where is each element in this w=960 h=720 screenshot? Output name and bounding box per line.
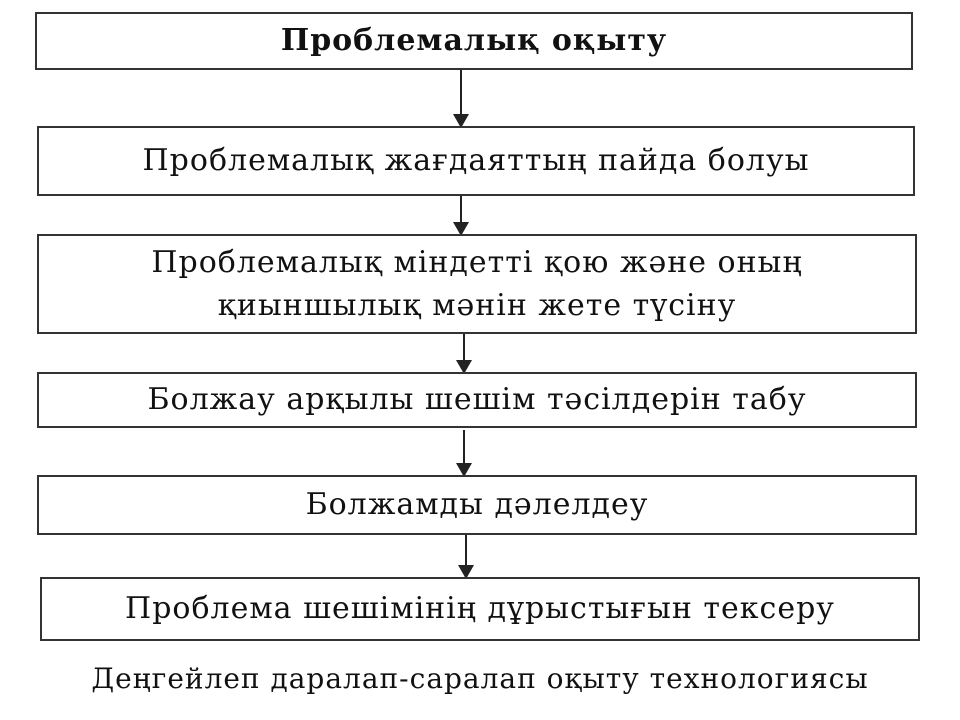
node-prove-hypothesis: Болжамды дәлелдеу — [37, 475, 917, 535]
arrow-3 — [456, 334, 472, 374]
arrow-2 — [453, 196, 469, 236]
node-label: Проблемалық оқыту — [280, 23, 668, 59]
arrow-4 — [456, 430, 472, 477]
arrow-1 — [453, 70, 469, 128]
node-label: Проблема шешімінің дұрыстығын тексеру — [125, 591, 835, 627]
node-label-line-2: қиыншылық мәнін жете түсіну — [217, 288, 737, 323]
node-label: Болжамды дәлелдеу — [305, 487, 649, 523]
node-problem-situation: Проблемалық жағдаяттың пайда болуы — [37, 126, 915, 196]
arrow-5 — [458, 535, 474, 579]
node-find-solution: Болжау арқылы шешім тәсілдерін табу — [37, 372, 917, 428]
node-problem-task: Проблемалық міндетті қою және оның қиынш… — [37, 234, 917, 334]
node-label: Болжау арқылы шешім тәсілдерін табу — [147, 382, 807, 418]
node-problem-based-learning: Проблемалық оқыту — [35, 12, 913, 70]
node-label: Проблемалық жағдаяттың пайда болуы — [142, 143, 810, 179]
node-verify-solution: Проблема шешімінің дұрыстығын тексеру — [40, 577, 920, 641]
node-label-line-1: Проблемалық міндетті қою және оның — [151, 244, 803, 280]
diagram-caption: Деңгейлеп даралап-саралап оқыту технолог… — [91, 662, 869, 695]
